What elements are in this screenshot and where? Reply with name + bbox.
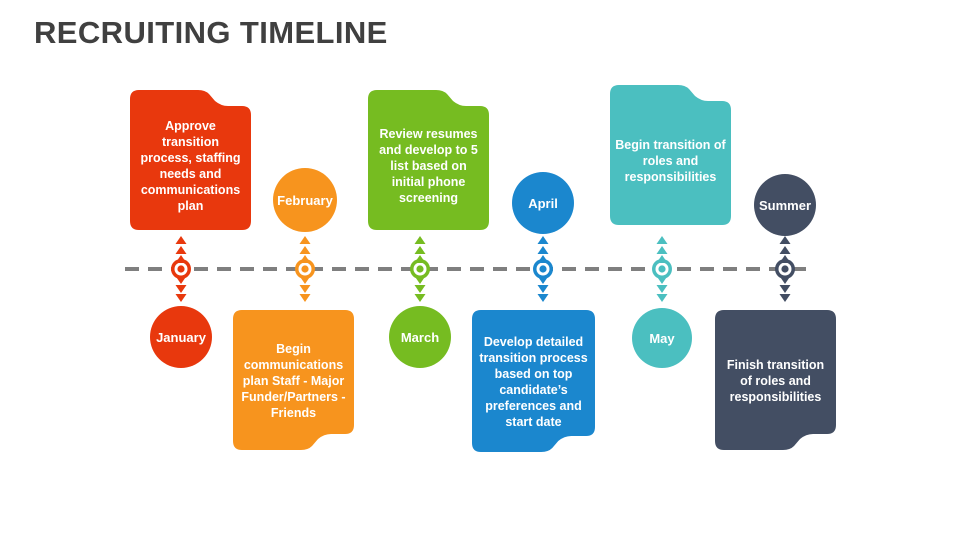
timeline-dash <box>424 267 438 271</box>
milestone-card-february[interactable] <box>233 310 354 450</box>
timeline-marker-january[interactable] <box>171 259 191 279</box>
timeline-dash <box>746 267 760 271</box>
milestone-circle-april[interactable] <box>512 172 574 234</box>
timeline-dash <box>677 267 691 271</box>
timeline-dash <box>148 267 162 271</box>
timeline-dash <box>125 267 139 271</box>
page-title: RECRUITING TIMELINE <box>34 15 388 50</box>
timeline-marker-march[interactable] <box>410 259 430 279</box>
milestone-circle-january[interactable] <box>150 306 212 368</box>
connector-arrows-february <box>299 236 311 302</box>
timeline-dash <box>585 267 599 271</box>
connector-arrows-april <box>537 236 549 302</box>
timeline-dash <box>493 267 507 271</box>
timeline-dash <box>263 267 277 271</box>
timeline-marker-may[interactable] <box>652 259 672 279</box>
timeline-dash <box>470 267 484 271</box>
milestone-card-april[interactable] <box>472 310 595 452</box>
timeline-dash <box>355 267 369 271</box>
connector-arrows-summer <box>779 236 791 302</box>
timeline-marker-february[interactable] <box>295 259 315 279</box>
timeline-dash <box>378 267 392 271</box>
timeline-dash <box>240 267 254 271</box>
milestone-card-may[interactable] <box>610 85 731 225</box>
timeline-dash <box>792 267 806 271</box>
timeline-dash <box>562 267 576 271</box>
timeline-dash <box>401 267 415 271</box>
connector-arrows-march <box>414 236 426 302</box>
milestone-circle-may[interactable] <box>632 308 692 368</box>
milestone-card-march[interactable] <box>368 90 489 230</box>
timeline-marker-april[interactable] <box>533 259 553 279</box>
timeline-dash <box>723 267 737 271</box>
timeline-dash <box>309 267 323 271</box>
milestone-circle-february[interactable] <box>273 168 337 232</box>
milestone-circle-march[interactable] <box>389 306 451 368</box>
timeline-marker-summer[interactable] <box>775 259 795 279</box>
milestone-circle-summer[interactable] <box>754 174 816 236</box>
milestone-card-january[interactable] <box>130 90 251 230</box>
timeline-dash <box>332 267 346 271</box>
timeline-dash <box>631 267 645 271</box>
timeline-dash <box>516 267 530 271</box>
connector-arrows-january <box>175 236 187 302</box>
connector-arrows-may <box>656 236 668 302</box>
timeline-dash <box>194 267 208 271</box>
timeline-dash <box>286 267 300 271</box>
timeline-dash <box>217 267 231 271</box>
timeline-dash <box>608 267 622 271</box>
milestone-card-summer[interactable] <box>715 310 836 450</box>
timeline-dash <box>447 267 461 271</box>
timeline-dash <box>700 267 714 271</box>
